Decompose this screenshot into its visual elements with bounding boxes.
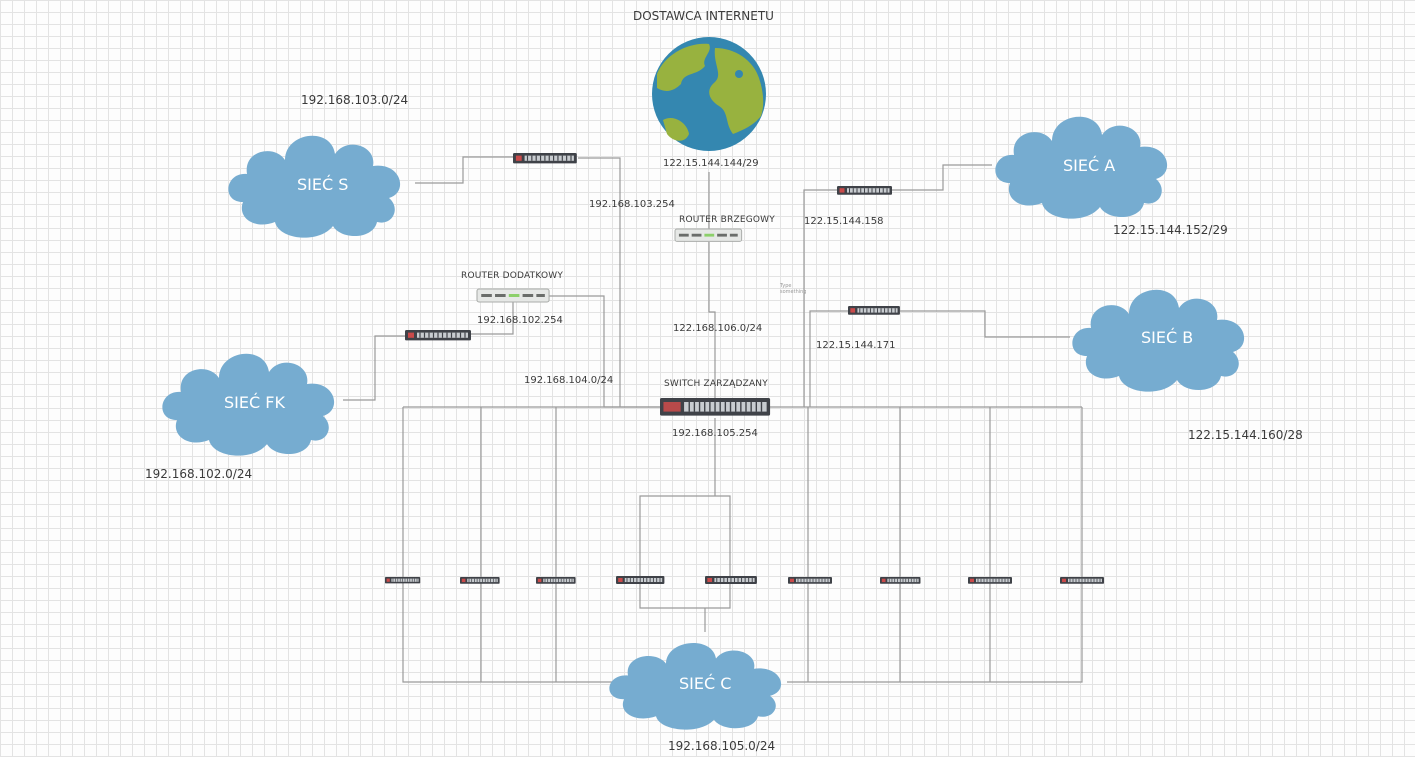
cloud-label-c: SIEĆ C [679,674,732,693]
switch-siec-b[interactable] [847,305,901,316]
access-switch-7[interactable] [879,576,921,585]
label-gw-a: 122.15.144.158 [804,216,884,227]
switch-siec-fk[interactable] [404,329,472,341]
access-switch-9[interactable] [1059,576,1105,585]
label-net-106: 122.168.106.0/24 [673,323,763,334]
switch-siec-a[interactable] [836,185,893,196]
switch-siec-s[interactable] [512,152,578,164]
access-switch-1[interactable] [384,576,421,584]
label-net-104: 192.168.104.0/24 [524,375,614,386]
label-managed-switch: SWITCH ZARZĄDZANY [664,379,768,389]
aux-router-icon[interactable] [476,288,550,303]
edge-router-icon[interactable] [674,228,743,242]
label-gw-switch: 192.168.105.254 [672,428,758,439]
access-switch-5[interactable] [704,575,758,585]
access-switch-2[interactable] [459,576,500,585]
label-net-s: 192.168.103.0/24 [301,93,409,107]
managed-switch-icon[interactable] [659,397,771,417]
access-switch-6[interactable] [787,576,833,585]
access-switch-4[interactable] [615,575,665,585]
globe-icon [652,37,766,151]
cloud-label-a: SIEĆ A [1063,156,1116,175]
cloud-label-s: SIEĆ S [297,175,349,194]
label-gw-b: 122.15.144.171 [816,340,896,351]
label-gw-fk: 192.168.102.254 [477,315,563,326]
diagram-title: DOSTAWCA INTERNETU [633,9,774,23]
label-internet: 122.15.144.144/29 [663,158,759,169]
label-net-c: 192.168.105.0/24 [668,739,776,753]
label-gw-s: 192.168.103.254 [589,199,675,210]
cloud-label-b: SIEĆ B [1141,328,1194,347]
type-hint: Type something [780,283,807,295]
access-switch-3[interactable] [535,576,576,585]
cloud-label-fk: SIEĆ FK [224,393,285,412]
label-edge-router: ROUTER BRZEGOWY [679,215,775,225]
access-switch-8[interactable] [967,576,1013,585]
label-net-fk: 192.168.102.0/24 [145,467,253,481]
label-net-b: 122.15.144.160/28 [1188,428,1303,442]
label-aux-router: ROUTER DODATKOWY [461,271,564,281]
label-net-a: 122.15.144.152/29 [1113,223,1228,237]
